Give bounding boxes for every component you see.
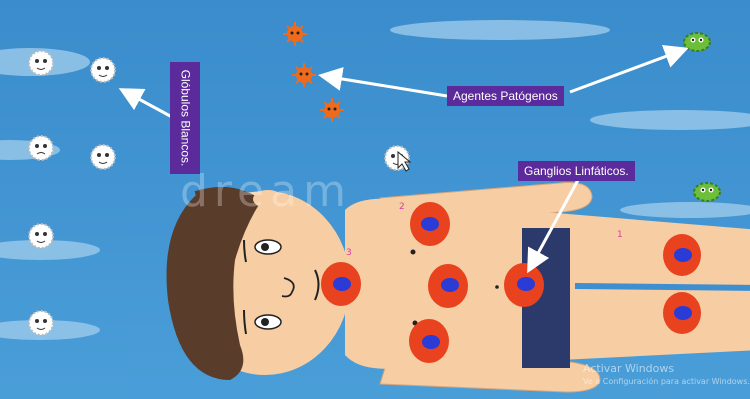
stock-watermark: dream — [180, 166, 352, 217]
windows-activation-hint: Ve a Configuración para activar Windows. — [583, 377, 750, 386]
white-blood-cell-icon — [91, 58, 115, 82]
lymph-node — [410, 202, 450, 246]
white-blood-cell-icon — [29, 136, 53, 160]
node-number: 1 — [617, 230, 623, 240]
bacteria-icon — [684, 33, 710, 51]
white-blood-cell-icon — [29, 224, 53, 248]
lymph-node — [409, 319, 449, 363]
node-number: 3 — [346, 248, 352, 258]
lymph-node — [504, 263, 544, 307]
lymph-node — [663, 234, 701, 276]
lymph-node — [428, 264, 468, 308]
lymph-nodes-label: Ganglios Linfáticos. — [518, 161, 635, 181]
white-blood-cell-icon — [91, 145, 115, 169]
white-blood-cell-icon — [29, 51, 53, 75]
windows-activation-title: Activar Windows — [583, 362, 674, 375]
lymph-node — [321, 262, 361, 306]
node-number: 2 — [399, 202, 405, 212]
bacteria-icon — [694, 183, 720, 201]
white-blood-cell-icon — [29, 311, 53, 335]
pathogens-label: Agentes Patógenos — [447, 86, 564, 106]
white-cells-label-text: Glóbulos Blancos. — [177, 70, 193, 167]
lymph-node — [663, 292, 701, 334]
white-cells-label: Glóbulos Blancos. — [170, 62, 200, 174]
